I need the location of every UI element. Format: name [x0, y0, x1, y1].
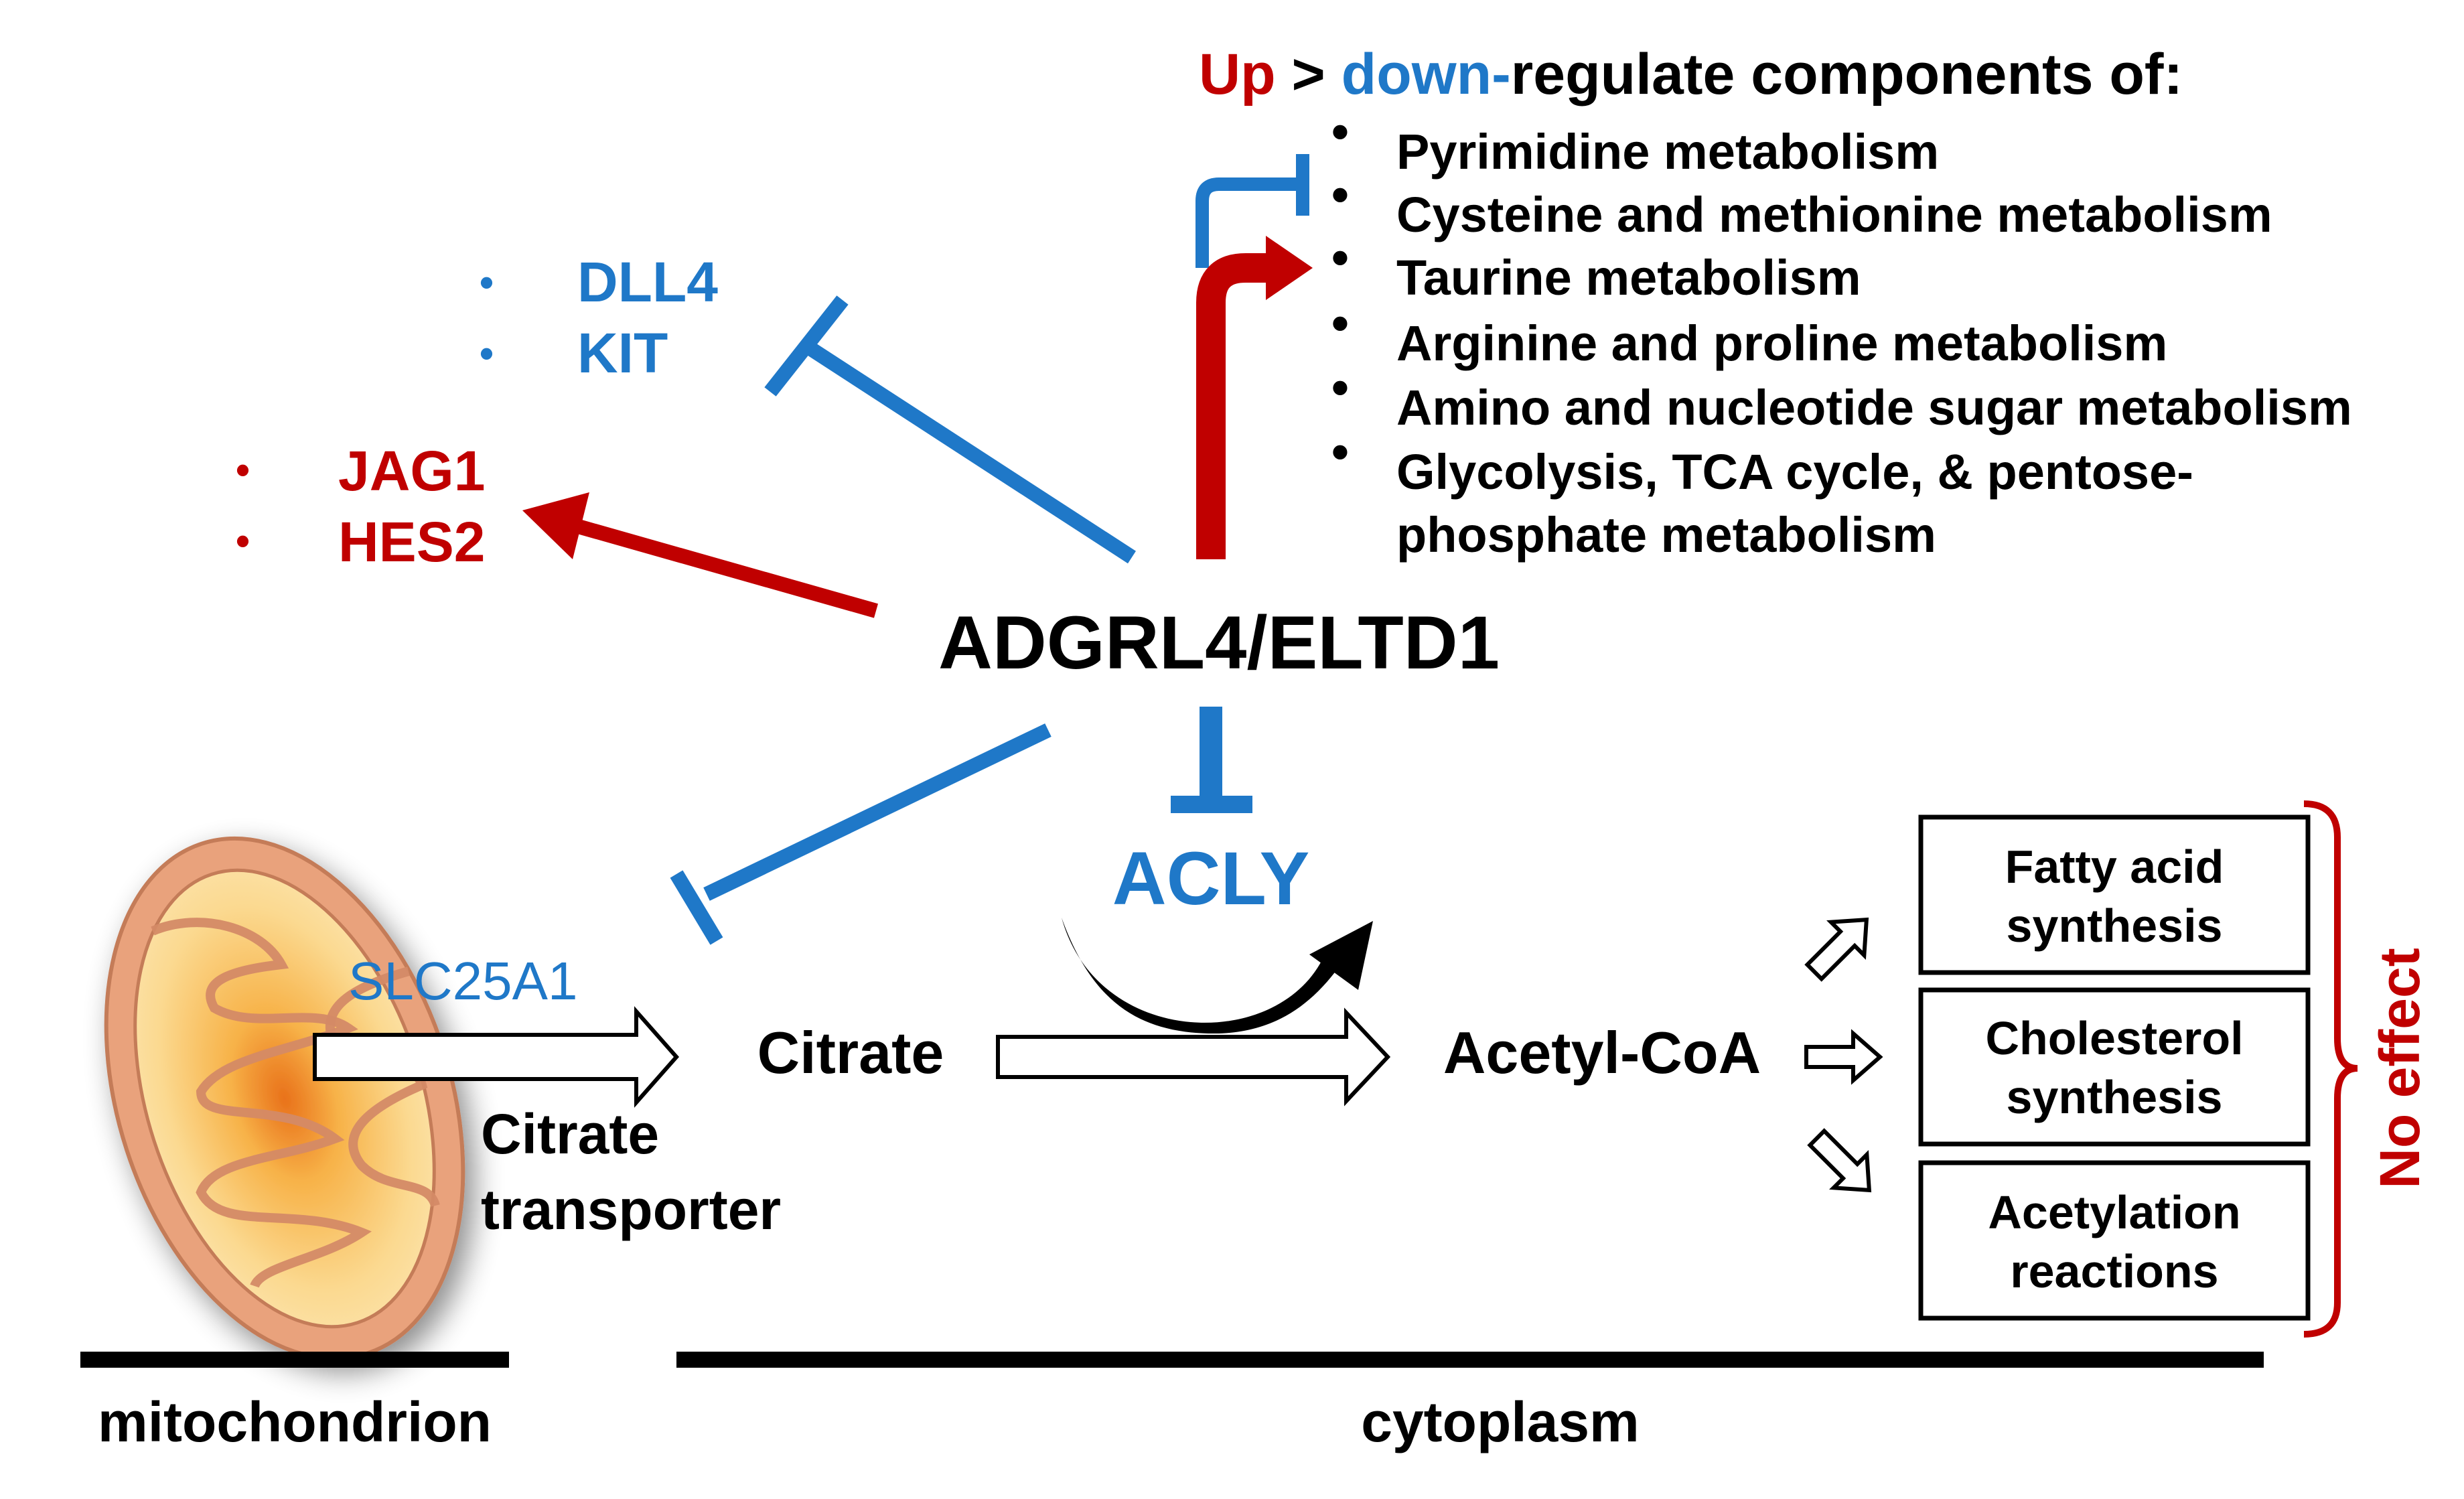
down-regulation-line	[1195, 177, 1303, 268]
t-bar-inhibition-icon	[1171, 796, 1252, 813]
branch-arrows	[1804, 917, 1883, 1193]
pathway-item: Amino and nucleotide sugar metabolism	[1396, 380, 2352, 435]
cytoplasm-bar	[676, 1352, 2264, 1368]
compartment-mitochondrion: mitochondrion	[98, 1390, 492, 1453]
transport-arrow	[313, 1006, 680, 1108]
activate-line-jag1-hes2	[573, 518, 879, 618]
bullet: •	[1331, 104, 1349, 159]
bullet: •	[480, 260, 494, 305]
output-label: Acetylation	[1988, 1186, 2240, 1238]
bullet: •	[1331, 295, 1349, 351]
compartment-cytoplasm: cytoplasm	[1361, 1390, 1640, 1453]
pathway-list: • Pyrimidine metabolism • Cysteine and m…	[1331, 104, 2352, 563]
arrowhead-icon	[1309, 921, 1373, 990]
mitochondrion-icon	[104, 836, 465, 1361]
activated-gene-list: • JAG1 • HES2	[236, 439, 485, 573]
brace	[2303, 800, 2358, 1338]
gene-dll4: DLL4	[577, 251, 718, 313]
pathway-regulation-arrows	[1195, 154, 1313, 559]
pathway-item: Arginine and proline metabolism	[1396, 315, 2167, 371]
bullet: •	[1331, 230, 1349, 285]
metabolite-acetyl-coa: Acetyl-CoA	[1443, 1019, 1761, 1086]
gene-kit: KIT	[577, 322, 668, 384]
t-bar-inhibition-icon	[764, 295, 849, 397]
gene-hes2: HES2	[338, 510, 485, 573]
output-label: synthesis	[2007, 1071, 2223, 1123]
pathway-item: Cysteine and methionine metabolism	[1396, 187, 2272, 242]
inhibit-line-slc25a1	[703, 723, 1052, 901]
up-regulation-line	[1196, 253, 1273, 559]
pathway-item: phosphate metabolism	[1396, 507, 1936, 563]
branch-arrow-right	[1804, 1029, 1883, 1085]
transporter-gene: SLC25A1	[348, 951, 577, 1011]
enzyme-acly: ACLY	[1112, 837, 1310, 920]
t-bar-inhibition-icon	[1296, 154, 1309, 216]
bullet: •	[480, 331, 494, 376]
pathway-item: Pyrimidine metabolism	[1396, 124, 1939, 180]
t-bar-inhibition-icon	[670, 870, 723, 945]
no-effect-label: No effect	[2368, 948, 2431, 1188]
bullet: •	[1331, 424, 1349, 480]
output-label: reactions	[2010, 1245, 2218, 1297]
gene-jag1: JAG1	[338, 439, 485, 502]
output-boxes: Fatty acid synthesis Cholesterol synthes…	[1918, 814, 2311, 1321]
bullet: •	[236, 518, 250, 563]
pathway-item: Taurine metabolism	[1396, 250, 1861, 305]
regulation-header: Up > down-regulate components of:	[1199, 42, 2183, 106]
pathway-item: Glycolysis, TCA cycle, & pentose-	[1396, 444, 2193, 500]
arrowhead-icon	[522, 492, 589, 559]
output-label: Fatty acid	[2005, 841, 2224, 893]
arrowhead-icon	[1266, 236, 1313, 300]
output-box-cholesterol	[1918, 987, 2311, 1147]
metabolite-citrate: Citrate	[757, 1019, 944, 1086]
branch-arrow-up	[1804, 917, 1869, 982]
transporter-label-line2: transporter	[481, 1178, 781, 1241]
central-protein: ADGRL4/ELTD1	[938, 601, 1500, 685]
bullet: •	[1331, 360, 1349, 415]
output-label: synthesis	[2007, 900, 2223, 952]
output-box-fatty-acid	[1918, 814, 2311, 975]
transporter-label-line1: Citrate	[481, 1102, 659, 1165]
bullet: •	[236, 447, 250, 492]
output-box-acetylation	[1918, 1160, 2311, 1321]
inhibited-gene-list: • DLL4 • KIT	[480, 251, 718, 384]
inhibit-line-dll4-kit	[803, 340, 1136, 564]
bullet: •	[1331, 167, 1349, 222]
mitochondrion-bar	[80, 1352, 509, 1368]
conversion-arrow	[996, 1007, 1391, 1107]
output-label: Cholesterol	[1985, 1012, 2243, 1064]
branch-arrow-down	[1807, 1128, 1872, 1193]
reaction-curve	[1062, 918, 1348, 1034]
